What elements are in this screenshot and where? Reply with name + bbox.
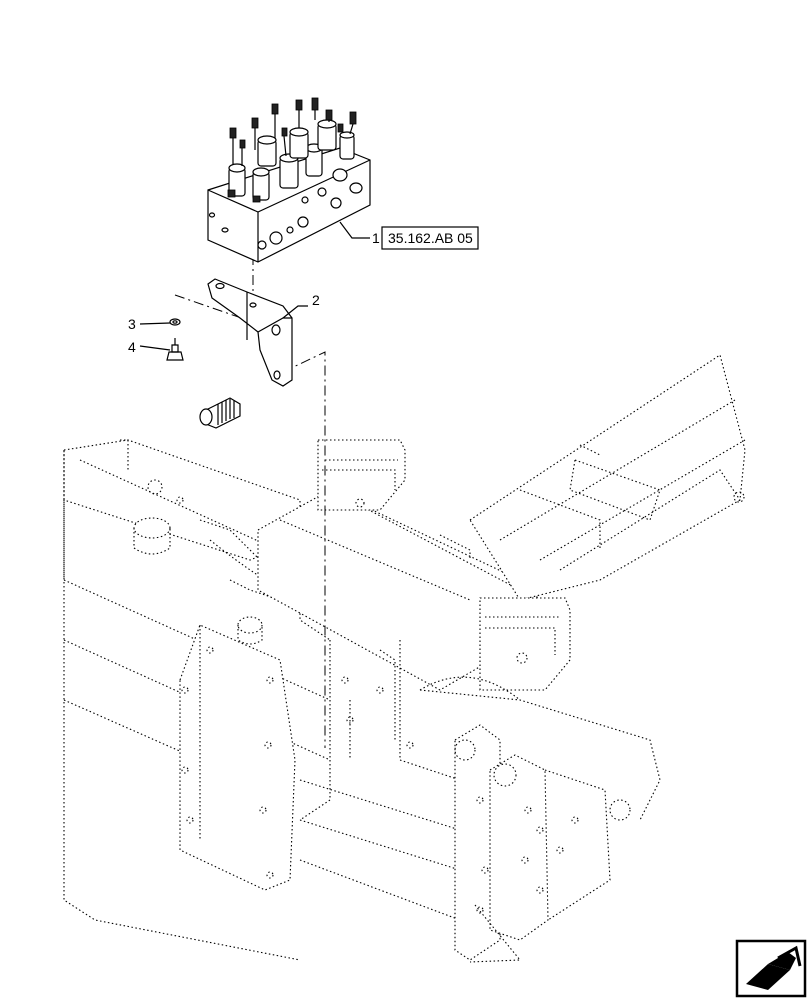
callout-1-number: 1	[372, 230, 380, 246]
callout-2-number: 2	[312, 292, 320, 308]
bracket-part-2	[207, 278, 293, 387]
reference-box[interactable]: 35.162.AB 05	[381, 226, 479, 250]
next-page-arrow-icon[interactable]	[735, 939, 807, 998]
callout-2: 2	[282, 292, 320, 319]
wire-connectors	[227, 97, 357, 203]
screw-part-4	[166, 338, 184, 361]
callout-4: 4	[128, 339, 171, 355]
callout-1: 1	[339, 221, 380, 246]
washer-part-3	[169, 318, 181, 326]
reference-label[interactable]: 35.162.AB 05	[388, 230, 473, 246]
valve-block-part-1	[207, 97, 371, 263]
callout-4-number: 4	[128, 339, 136, 355]
bolt	[199, 397, 241, 429]
solenoid-coils	[228, 119, 355, 201]
callout-3: 3	[128, 316, 171, 332]
frame-assembly	[63, 354, 746, 963]
callout-3-number: 3	[128, 316, 136, 332]
